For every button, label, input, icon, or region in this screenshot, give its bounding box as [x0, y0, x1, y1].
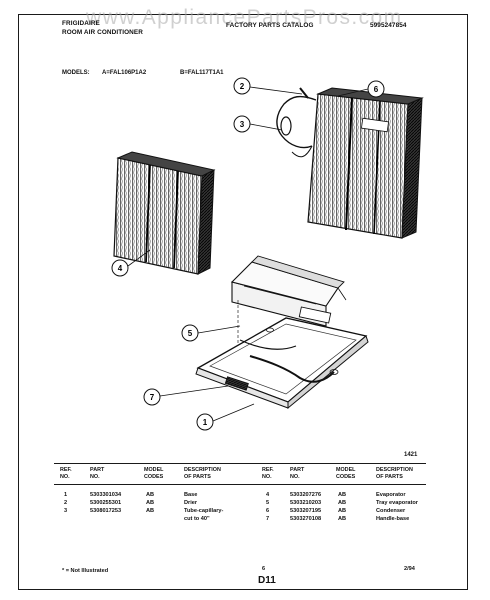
svg-text:7: 7: [150, 393, 155, 402]
condenser-coil: [307, 87, 424, 239]
svg-text:5: 5: [188, 329, 193, 338]
callout-bubbles: 2 3 6 4 5 7 1: [111, 77, 385, 431]
model-b: B=FAL117T1A1: [180, 70, 224, 76]
callout-2: 2: [233, 77, 251, 95]
document-number: 5995247854: [370, 22, 407, 29]
model-a: A=FAL106P1A2: [102, 70, 147, 76]
models-label: MODELS:: [62, 70, 90, 76]
evaporator-coil: [113, 151, 216, 275]
catalog-title: FACTORY PARTS CATALOG: [226, 22, 314, 29]
table-top-rule: [54, 463, 426, 464]
callout-5: 5: [181, 324, 199, 342]
callout-7: 7: [143, 388, 161, 406]
callout-1: 1: [196, 413, 214, 431]
svg-text:6: 6: [374, 85, 379, 94]
table-header-rule: [54, 484, 426, 485]
revision-date: 2/94: [404, 566, 415, 572]
figure-number: 1421: [404, 452, 418, 458]
header-ref-no: REF.NO.: [60, 467, 72, 480]
handle-base: [224, 376, 249, 391]
brand-name: FRIGIDAIRE: [62, 20, 100, 27]
assembly-lines: [237, 300, 319, 352]
svg-text:1: 1: [203, 418, 208, 427]
product-name: ROOM AIR CONDITIONER: [62, 29, 143, 36]
callout-3: 3: [233, 115, 251, 133]
callout-6: 6: [367, 80, 385, 98]
watermark: www.AppliancePartsPros.com: [86, 6, 403, 29]
page-number: 6: [262, 566, 266, 572]
leader-lines: [127, 86, 369, 422]
callout-4: 4: [111, 259, 129, 277]
base-pan: [195, 317, 369, 410]
evaporator-tray: [230, 255, 347, 327]
svg-text:2: 2: [240, 82, 245, 91]
svg-text:3: 3: [240, 120, 245, 129]
page-frame: [18, 14, 468, 590]
header-ref-no-right: REF.NO.: [262, 467, 274, 480]
drier-and-capillary: [276, 87, 317, 158]
not-illustrated-note: * = Not Illustrated: [62, 568, 109, 574]
svg-text:4: 4: [118, 264, 123, 273]
section-code: D11: [258, 575, 276, 586]
